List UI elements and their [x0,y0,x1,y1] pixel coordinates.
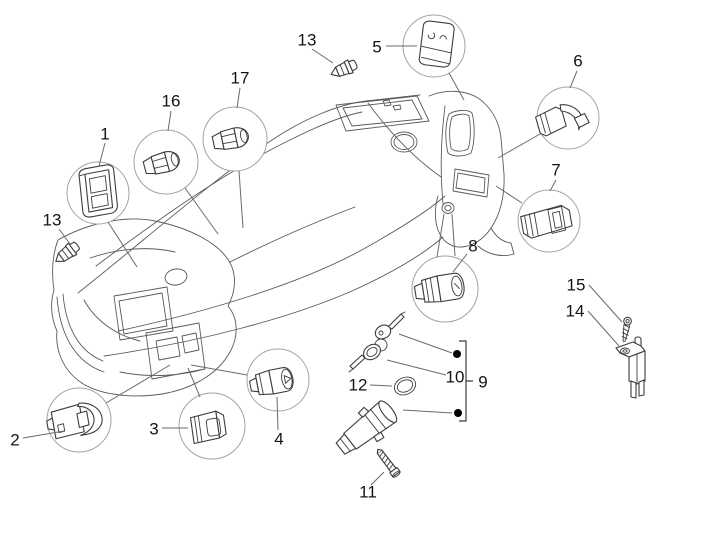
leader-line-1-1 [107,221,138,268]
leader-line-13-0 [58,228,71,245]
leader-line-2-0 [22,430,65,439]
leader-line-16-1 [184,187,219,235]
callout-label-3-10: 3 [149,420,158,439]
leader-lines [22,45,623,486]
leader-line-12-0 [369,384,393,387]
callout-circles [46,14,600,460]
leader-line-13-0 [311,48,334,64]
callout-label-1-0: 1 [100,125,109,144]
part-stand-switch-14 [615,336,646,399]
part-switch-3 [189,410,227,445]
part-switch-6 [535,104,590,137]
callout-label-4-11: 4 [274,430,283,449]
leader-line-16-0 [167,110,172,132]
part-switch-7 [520,204,573,239]
leader-line-7-1 [495,185,523,204]
assembly-leader-line-0 [398,333,453,354]
part-headlamp-switch-1 [78,164,118,218]
leader-line-2-1 [105,364,171,404]
part-bulb-holder-17 [211,127,249,151]
leader-line-6-1 [497,133,541,159]
part-socket-8 [413,272,465,303]
leader-line-8-2 [451,213,456,257]
callout-label-9-16: 9 [478,373,487,392]
callout-label-12-14: 12 [349,376,368,395]
part-bulb-holder-16 [142,151,180,175]
callout-label-10-15: 10 [446,368,465,387]
leader-line-1-0 [98,142,106,167]
leader-line-7-0 [549,179,557,192]
callout-label-16-1: 16 [162,92,181,111]
callout-labels: 1 16 17 13 5 6 7 13 8 2 3 4 15 14 12 10 9 11 [10,31,585,502]
leader-line-10-0 [386,359,447,376]
part-bulb-13-left [55,241,80,262]
callout-label-6-5: 6 [573,52,582,71]
leader-line-5-1 [448,72,465,101]
callout-label-13-3: 13 [298,31,317,50]
leader-line-6-0 [569,70,578,89]
part-keys-10 [348,311,406,373]
leader-line-4-0 [276,396,279,431]
leader-line-11-0 [370,471,385,486]
assembly-bullet-1 [454,409,462,417]
leader-line-15-0 [588,284,623,323]
part-light-switch-5 [418,20,455,68]
parts-layer [46,20,646,478]
part-bulb-13-top [330,59,358,77]
leader-line-4-1 [190,364,248,376]
callout-label-5-4: 5 [372,38,381,57]
leader-line-3-1 [187,367,201,398]
part-switch-2 [46,402,103,440]
handlebar-body-art [51,90,515,397]
callout-label-2-9: 2 [10,431,19,450]
callout-label-11-17: 11 [359,483,377,502]
callout-label-8-8: 8 [468,237,477,256]
part-o-ring-12 [393,376,417,396]
callout-label-13-7: 13 [43,211,62,230]
callout-label-7-6: 7 [551,161,560,180]
leader-line-8-1 [436,213,445,258]
callout-label-14-13: 14 [566,302,585,321]
assembly-bullet-0 [453,350,461,358]
part-screw-15 [621,316,632,343]
leader-line-17-1 [238,170,244,229]
callout-label-15-12: 15 [567,276,586,295]
leader-line-8-0 [452,253,468,273]
leader-line-14-0 [587,310,620,347]
part-hazard-switch-4 [248,367,294,396]
part-ignition-lock-9 [335,400,398,455]
callout-label-17-2: 17 [231,69,250,88]
leader-line-17-0 [236,87,241,109]
part-screw-11 [376,448,401,478]
assembly-leader-line-1 [402,409,453,414]
assembly-bracket-9 [459,340,473,422]
